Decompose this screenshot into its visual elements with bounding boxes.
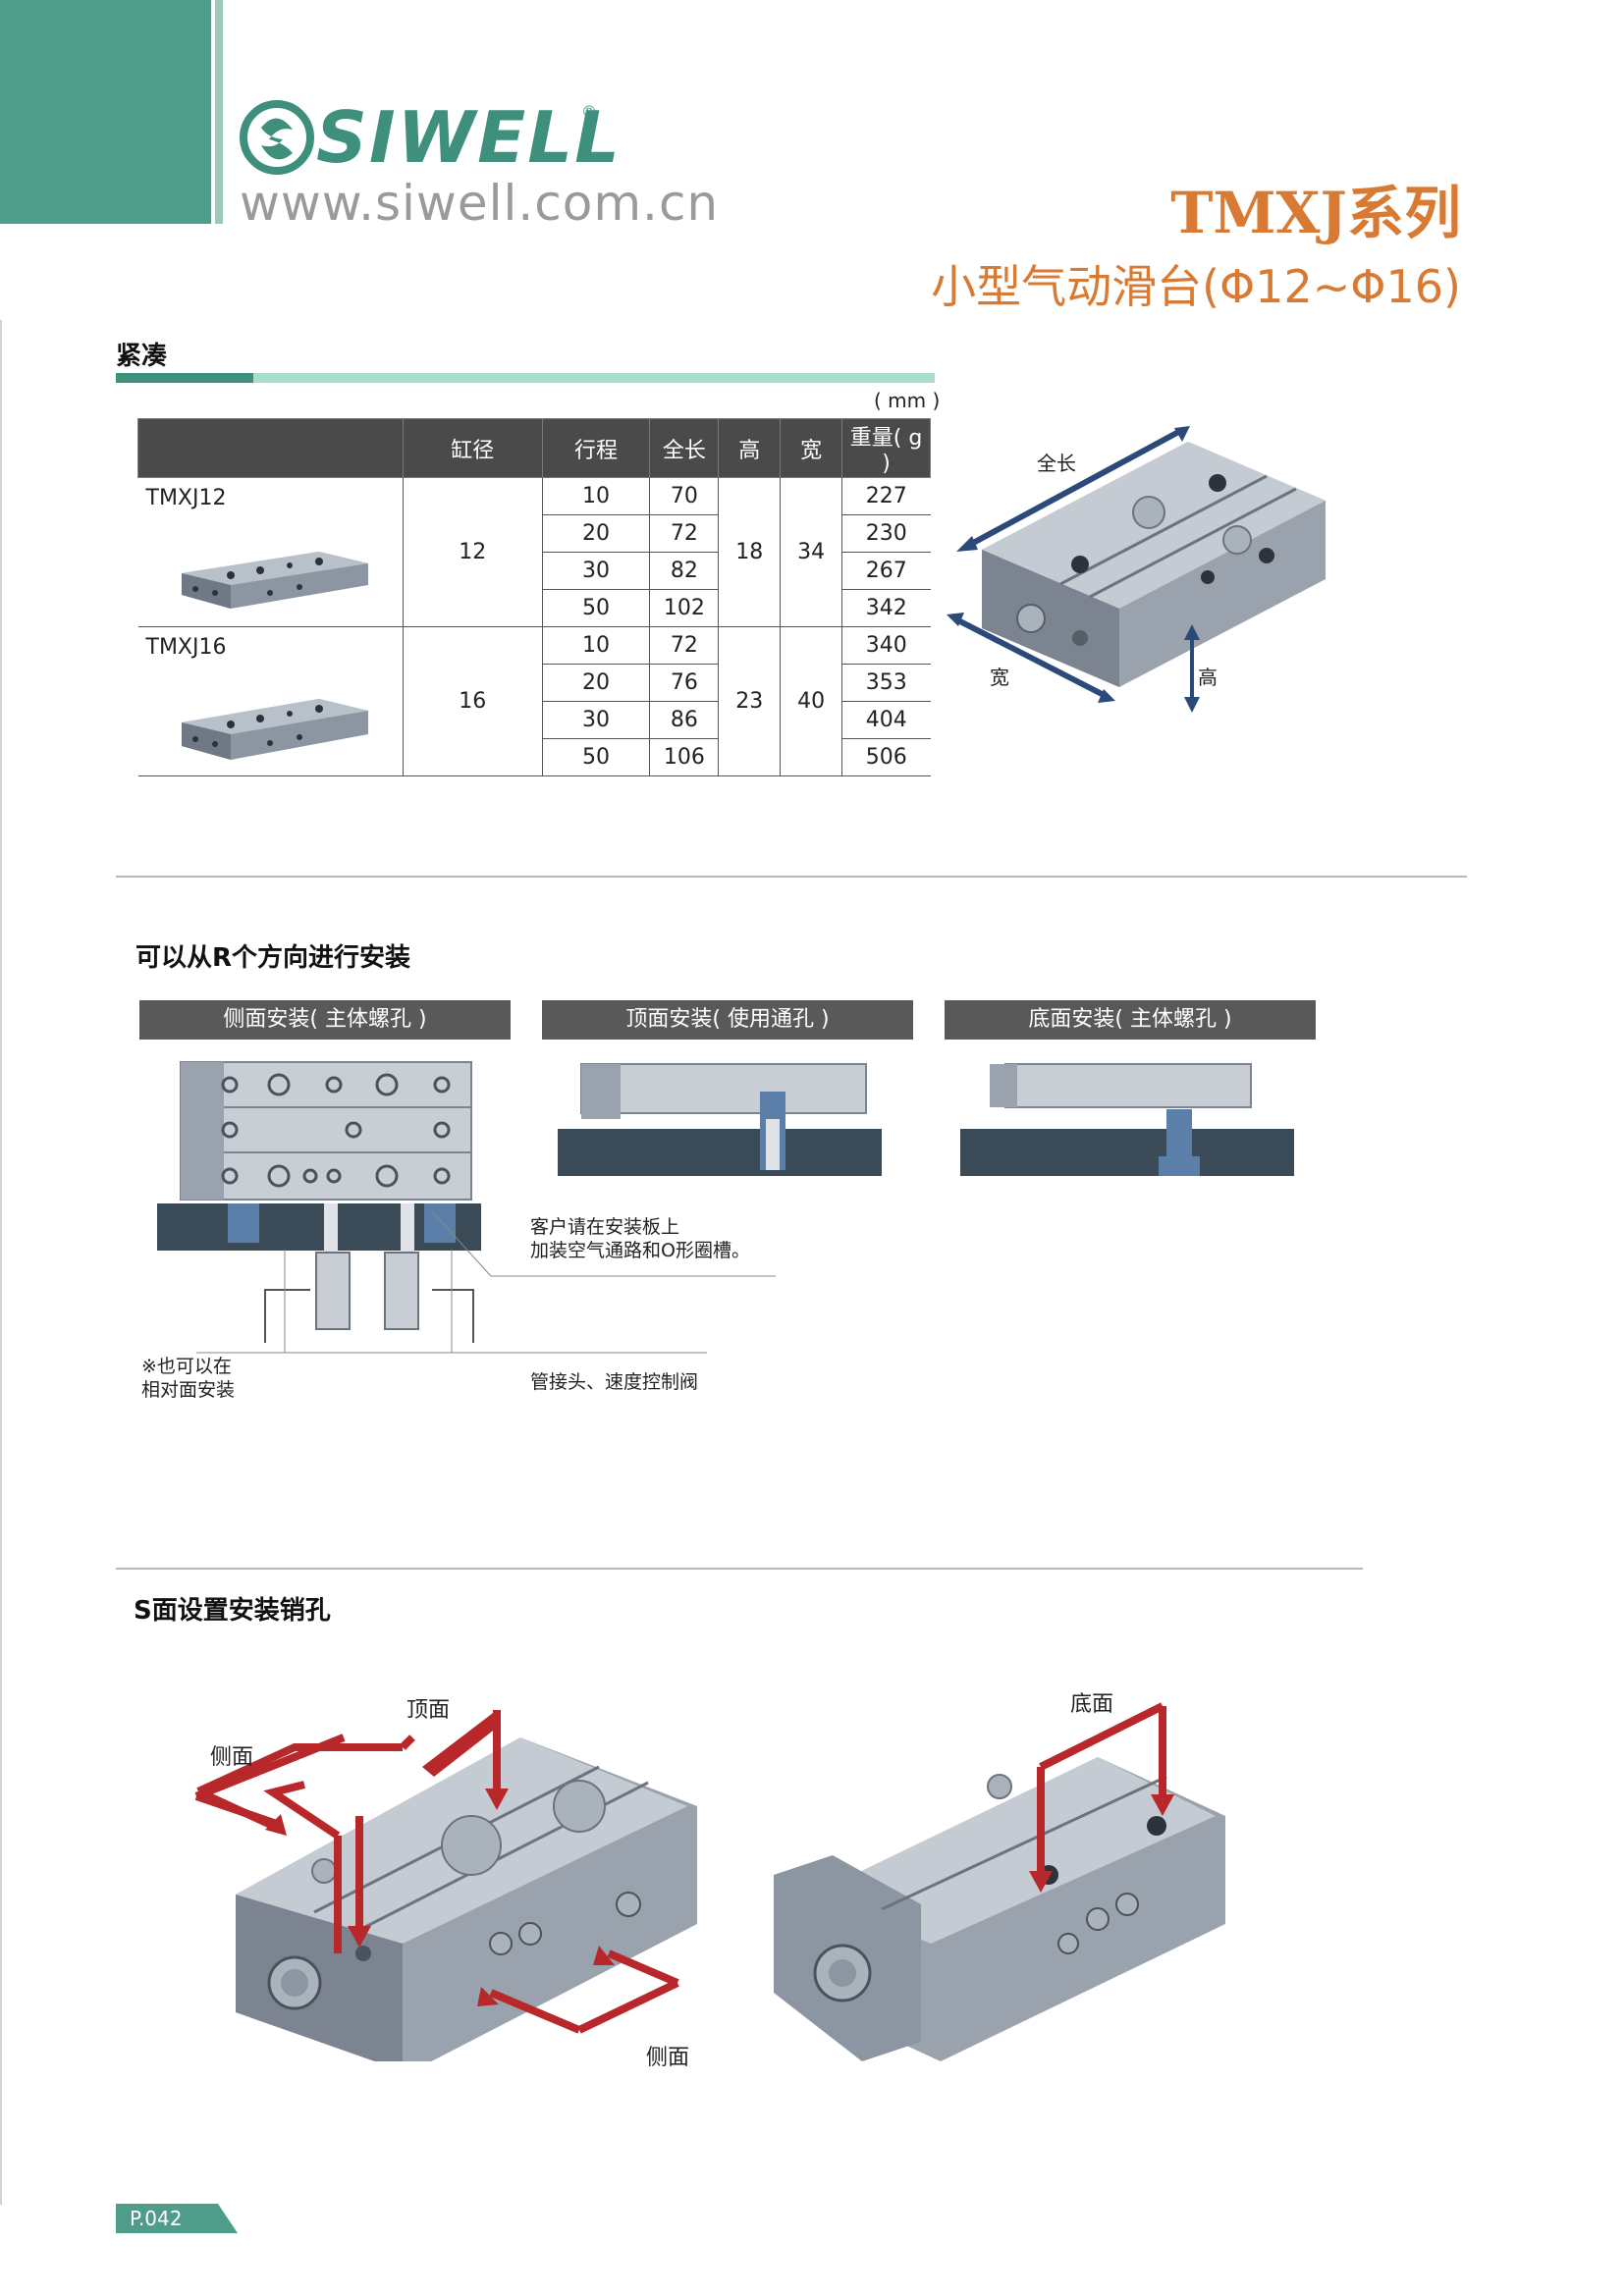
siwell-logo-icon — [240, 100, 314, 175]
stroke-cell: 50 — [541, 738, 651, 776]
side-mount-drawing — [157, 1061, 776, 1354]
th-length: 全长 — [649, 418, 720, 478]
weight-cell: 230 — [841, 514, 931, 553]
length-cell: 82 — [649, 552, 720, 590]
divider-2 — [116, 1568, 1363, 1570]
spec-table-header: 缸径 行程 全长 高 宽 重量( g ) — [137, 418, 931, 478]
model-name: TMXJ12 — [145, 486, 227, 510]
logo-wordmark: SIWELL — [316, 96, 623, 179]
length-cell: 102 — [649, 589, 720, 627]
mount-bar-side: 侧面安装( 主体螺孔 ) — [139, 1000, 511, 1040]
dim-label-width: 宽 — [990, 666, 1009, 689]
table-row: 20 72 230 — [138, 514, 931, 553]
bore-cell: 16 — [402, 626, 543, 776]
stroke-cell: 10 — [541, 626, 651, 665]
th-weight: 重量( g ) — [841, 418, 931, 478]
tmxj16-product-image — [181, 699, 368, 760]
stroke-cell: 30 — [541, 552, 651, 590]
weight-cell: 506 — [841, 738, 931, 776]
table-row: 30 82 267 — [138, 552, 931, 590]
stroke-cell: 30 — [541, 701, 651, 739]
weight-cell: 227 — [841, 477, 931, 515]
table-row: 20 76 353 — [138, 664, 931, 702]
section-title-pin-holes: S面设置安装销孔 — [134, 1596, 331, 1626]
company-url: www.siwell.com.cn — [240, 175, 720, 232]
height-cell: 23 — [718, 626, 782, 776]
stroke-cell: 10 — [541, 477, 651, 515]
weight-cell: 267 — [841, 552, 931, 590]
section-bar-light — [253, 373, 935, 383]
stroke-cell: 20 — [541, 514, 651, 553]
spec-table: 缸径 行程 全长 高 宽 重量( g ) TMXJ12 — [137, 418, 931, 776]
top-mount-drawing — [558, 1063, 882, 1176]
section-title-mounting: 可以从R个方向进行安装 — [135, 943, 411, 973]
length-cell: 72 — [649, 626, 720, 665]
label-side-face-1: 侧面 — [210, 1745, 254, 1770]
weight-cell: 342 — [841, 589, 931, 627]
header-teal-block — [0, 0, 211, 224]
table-row: 50 106 506 — [138, 738, 931, 776]
series-title: TMXJ系列 — [1170, 180, 1461, 246]
weight-cell: 340 — [841, 626, 931, 665]
th-model — [137, 418, 404, 478]
table-row: 50 102 342 — [138, 589, 931, 627]
length-cell: 70 — [649, 477, 720, 515]
label-bottom-face: 底面 — [1070, 1692, 1114, 1717]
table-row: TMXJ16 16 10 72 23 40 340 — [137, 626, 931, 776]
th-height: 高 — [718, 418, 782, 478]
th-stroke: 行程 — [541, 418, 651, 478]
header-teal-stripe — [215, 0, 223, 224]
length-cell: 72 — [649, 514, 720, 553]
model-cell-tmxj12: TMXJ12 — [137, 477, 404, 627]
section-bar-dark — [116, 373, 253, 383]
table-unit: ( mm ) — [874, 389, 941, 412]
label-side-face-2: 侧面 — [646, 2046, 690, 2070]
length-cell: 106 — [649, 738, 720, 776]
series-subtitle: 小型气动滑台(Φ12~Φ16) — [931, 260, 1461, 313]
table-row: TMXJ12 12 10 70 18 34 227 — [137, 477, 931, 627]
label-fittings: 管接头、速度控制阀 — [530, 1371, 699, 1393]
page-left-rule — [0, 320, 2, 2205]
bottom-mount-drawing — [960, 1063, 1294, 1176]
width-cell: 40 — [780, 626, 843, 776]
stroke-cell: 50 — [541, 589, 651, 627]
model-cell-tmxj16: TMXJ16 — [137, 626, 404, 776]
red-arrows-right — [1029, 1702, 1174, 1893]
dim-label-height: 高 — [1198, 666, 1218, 689]
height-cell: 18 — [718, 477, 782, 627]
model-name: TMXJ16 — [145, 635, 227, 660]
dimension-illustration — [947, 426, 1326, 713]
dim-label-length: 全长 — [1037, 452, 1076, 475]
note-air-passage: 客户请在安装板上 加装空气通路和O形圈槽。 — [530, 1216, 750, 1261]
length-cell: 86 — [649, 701, 720, 739]
pin-illustration-bottom — [774, 1757, 1225, 2061]
weight-cell: 353 — [841, 664, 931, 702]
section-title-compact: 紧凑 — [116, 342, 168, 371]
logo-registered-mark: ® — [581, 102, 597, 121]
th-bore: 缸径 — [402, 418, 543, 478]
divider-1 — [116, 876, 1467, 878]
note-opposite-side: ※也可以在 相对面安装 — [141, 1356, 236, 1401]
red-arrows-left — [194, 1710, 679, 2034]
page-number-tag — [116, 2204, 238, 2233]
bore-cell: 12 — [402, 477, 543, 627]
tmxj12-product-image — [181, 552, 368, 609]
table-row: 30 86 404 — [138, 701, 931, 739]
th-width: 宽 — [780, 418, 843, 478]
mount-bar-bottom: 底面安装( 主体螺孔 ) — [945, 1000, 1316, 1040]
page-number: P.042 — [130, 2207, 183, 2230]
mount-bar-top: 顶面安装( 使用通孔 ) — [542, 1000, 913, 1040]
width-cell: 34 — [780, 477, 843, 627]
weight-cell: 404 — [841, 701, 931, 739]
label-top-face: 顶面 — [406, 1698, 451, 1723]
stroke-cell: 20 — [541, 664, 651, 702]
length-cell: 76 — [649, 664, 720, 702]
